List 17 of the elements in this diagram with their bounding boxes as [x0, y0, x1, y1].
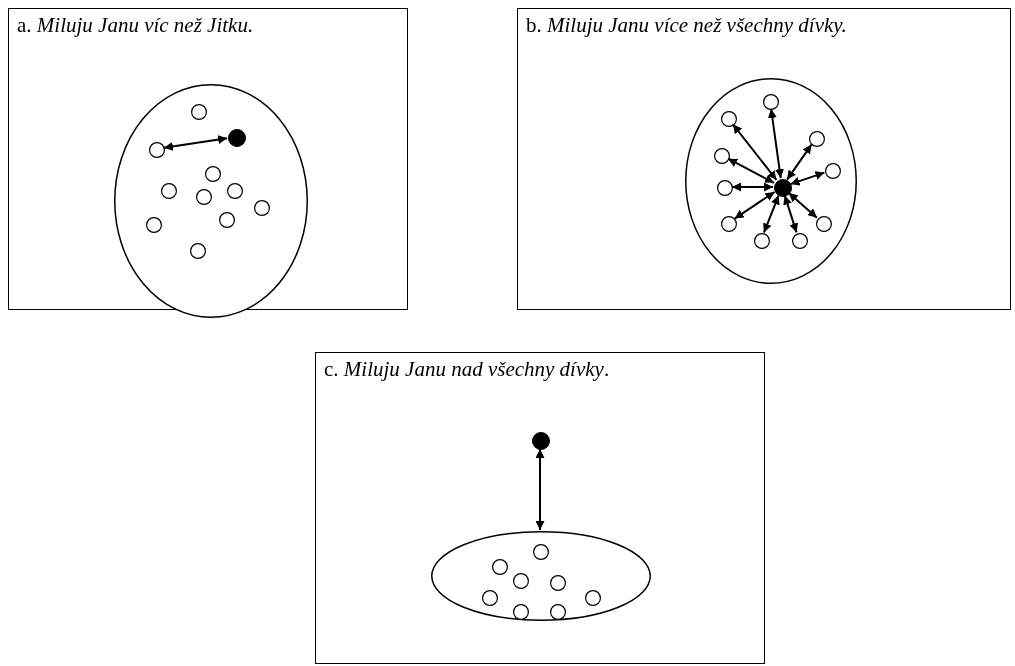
panel-frame	[315, 352, 765, 664]
double-arrow	[733, 191, 776, 220]
double-arrow	[762, 194, 780, 234]
panel-heading: a. Miluju Janu víc než Jitku.	[17, 13, 254, 38]
double-arrow	[731, 182, 774, 192]
double-arrow	[162, 135, 229, 151]
double-arrow	[767, 107, 784, 180]
panel-heading: b. Miluju Janu více než všechny dívky.	[526, 13, 847, 38]
double-arrow	[783, 194, 799, 234]
double-arrow	[731, 123, 778, 181]
double-arrow	[727, 157, 776, 184]
double-arrow	[786, 143, 813, 181]
double-arrow	[787, 191, 818, 219]
double-arrow	[535, 448, 545, 531]
panel-frame	[517, 8, 1011, 310]
double-arrow	[789, 171, 826, 186]
panel-heading: c. Miluju Janu nad všechny dívky.	[324, 357, 610, 382]
